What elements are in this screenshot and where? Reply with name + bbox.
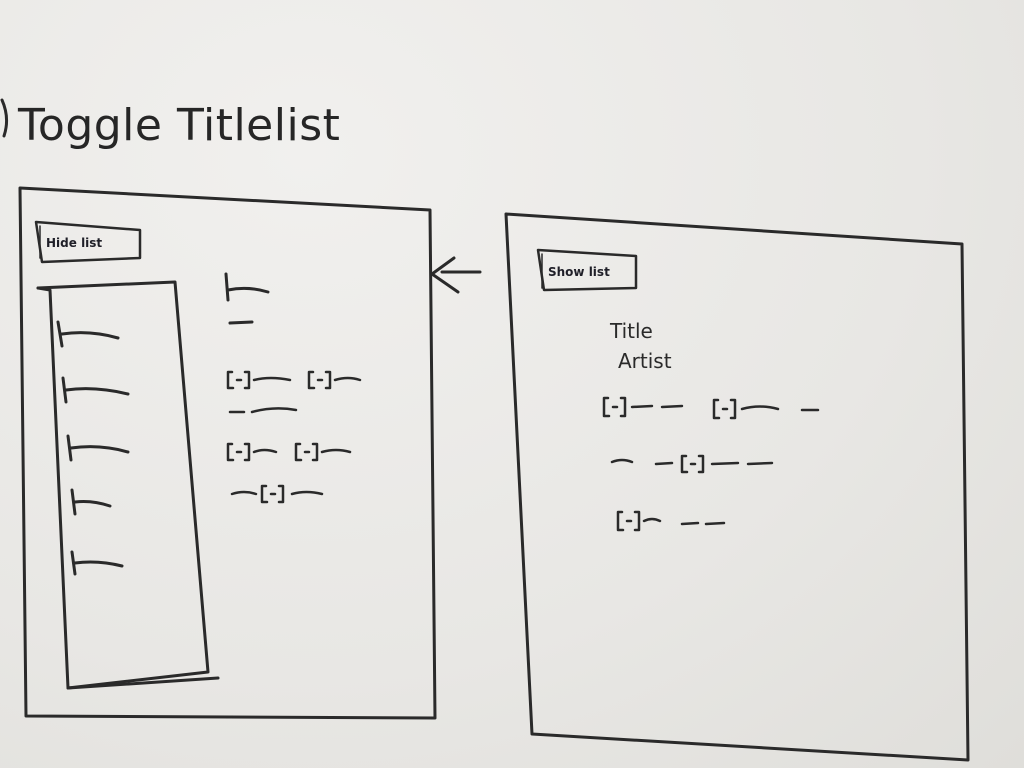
detail-row-scribble (602, 396, 820, 420)
content-row-scribble (226, 442, 352, 462)
left-arrow-icon (430, 256, 482, 294)
right-wireframe: Show list Title Artist (504, 212, 970, 762)
list-item[interactable] (66, 434, 130, 462)
page-heading: Toggle Titlelist (17, 100, 340, 151)
content-row-scribble (228, 407, 298, 414)
title-list-panel (36, 280, 220, 690)
content-row-scribble (226, 370, 362, 390)
detail-row-scribble (616, 510, 726, 532)
heading-bullet-mark (0, 98, 9, 138)
detail-artist-label: Artist (618, 349, 672, 373)
list-item[interactable] (70, 550, 124, 576)
detail-title-label: Title (609, 319, 653, 343)
left-frame-border (18, 186, 437, 720)
left-wireframe: Hide list (18, 186, 437, 720)
list-item[interactable] (61, 376, 130, 404)
content-title-scribble (224, 272, 270, 302)
hide-list-button[interactable]: Hide list (34, 220, 142, 264)
left-content-area (224, 272, 362, 504)
title-list-panel-border-inner (36, 286, 220, 690)
show-list-button-label[interactable]: Show list (548, 265, 610, 279)
show-list-button[interactable]: Show list (536, 248, 638, 292)
content-row-scribble (230, 484, 324, 504)
list-item[interactable] (70, 488, 112, 516)
content-subtitle-scribble (228, 320, 254, 325)
list-item[interactable] (56, 320, 120, 348)
right-frame-border (504, 212, 970, 762)
title-list-panel-border (36, 280, 210, 690)
detail-row-scribble (610, 454, 774, 474)
hide-list-button-label[interactable]: Hide list (46, 236, 102, 250)
